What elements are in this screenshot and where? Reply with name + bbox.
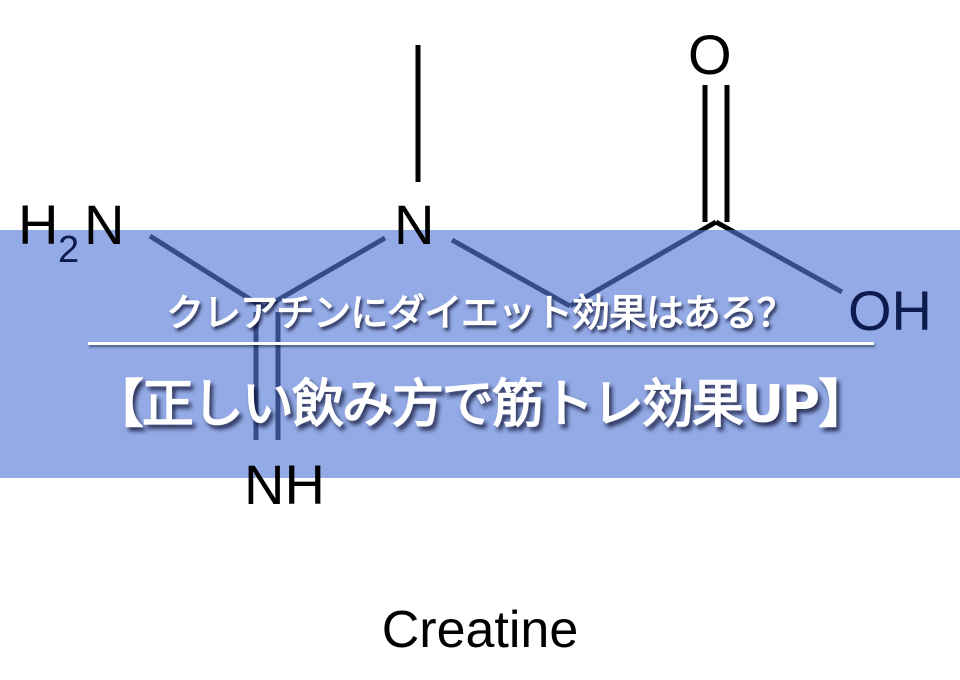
title-banner bbox=[0, 230, 960, 478]
atom-amine-n: N bbox=[84, 193, 124, 256]
subtitle-underline bbox=[88, 342, 874, 345]
atom-subscript: 2 bbox=[58, 229, 79, 271]
atom-methyl-n: N bbox=[394, 193, 434, 256]
atom-carbonyl-o: O bbox=[688, 23, 732, 86]
banner-title: 【正しい飲み方で筋トレ効果UP】 bbox=[91, 375, 870, 435]
atom-h: H bbox=[18, 193, 58, 256]
banner-subtitle: クレアチンにダイエット効果はある？ bbox=[166, 291, 795, 335]
atom-hydroxyl: OH bbox=[848, 279, 932, 342]
atom-imine: NH bbox=[244, 453, 325, 516]
molecule-name: Creatine bbox=[381, 601, 579, 659]
